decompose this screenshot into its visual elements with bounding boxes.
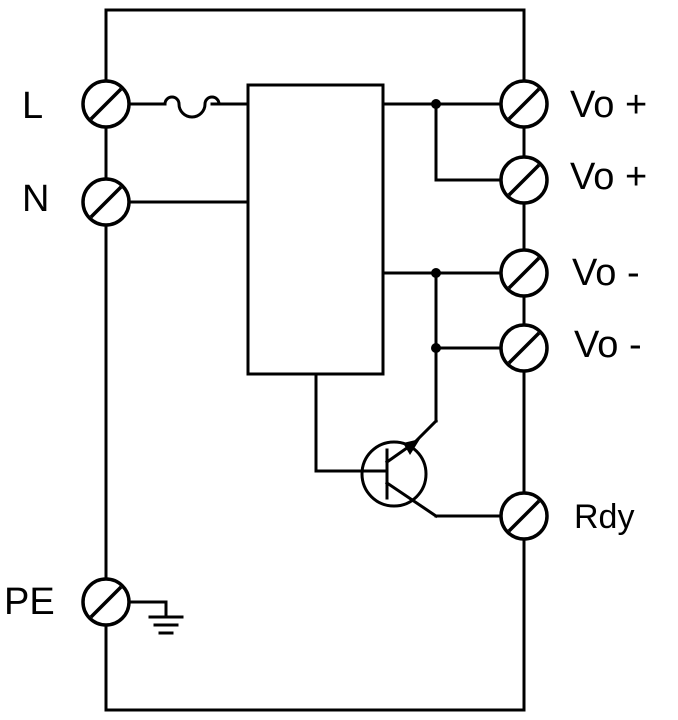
terminal-pe [81,577,131,627]
terminal-l [81,79,131,129]
l-wire [128,95,250,119]
junction-dot [431,99,441,109]
terminal-vo-plus-2 [499,155,549,205]
vo-plus-wiring [381,99,502,182]
terminal-rdy [499,491,549,541]
vo-minus-wiring [381,268,502,353]
label-vo-minus-2: Vo - [574,324,642,366]
terminal-vo-plus-1 [499,79,549,129]
label-pe: PE [4,581,55,623]
label-l: L [22,85,43,127]
npn-transistor [314,346,502,519]
terminal-n [81,177,131,227]
label-vo-plus-1: Vo + [570,84,647,126]
terminal-vo-minus-2 [499,323,549,373]
label-rdy: Rdy [574,498,634,536]
enclosure-frame [104,8,526,712]
label-n: N [22,178,49,220]
earth-ground-icon [128,600,184,635]
junction-dot [431,268,441,278]
label-vo-minus-1: Vo - [572,252,640,294]
converter-block [246,83,385,376]
label-vo-plus-2: Vo + [570,156,647,198]
fuse-symbol [163,95,221,119]
terminal-vo-minus-1 [499,248,549,298]
